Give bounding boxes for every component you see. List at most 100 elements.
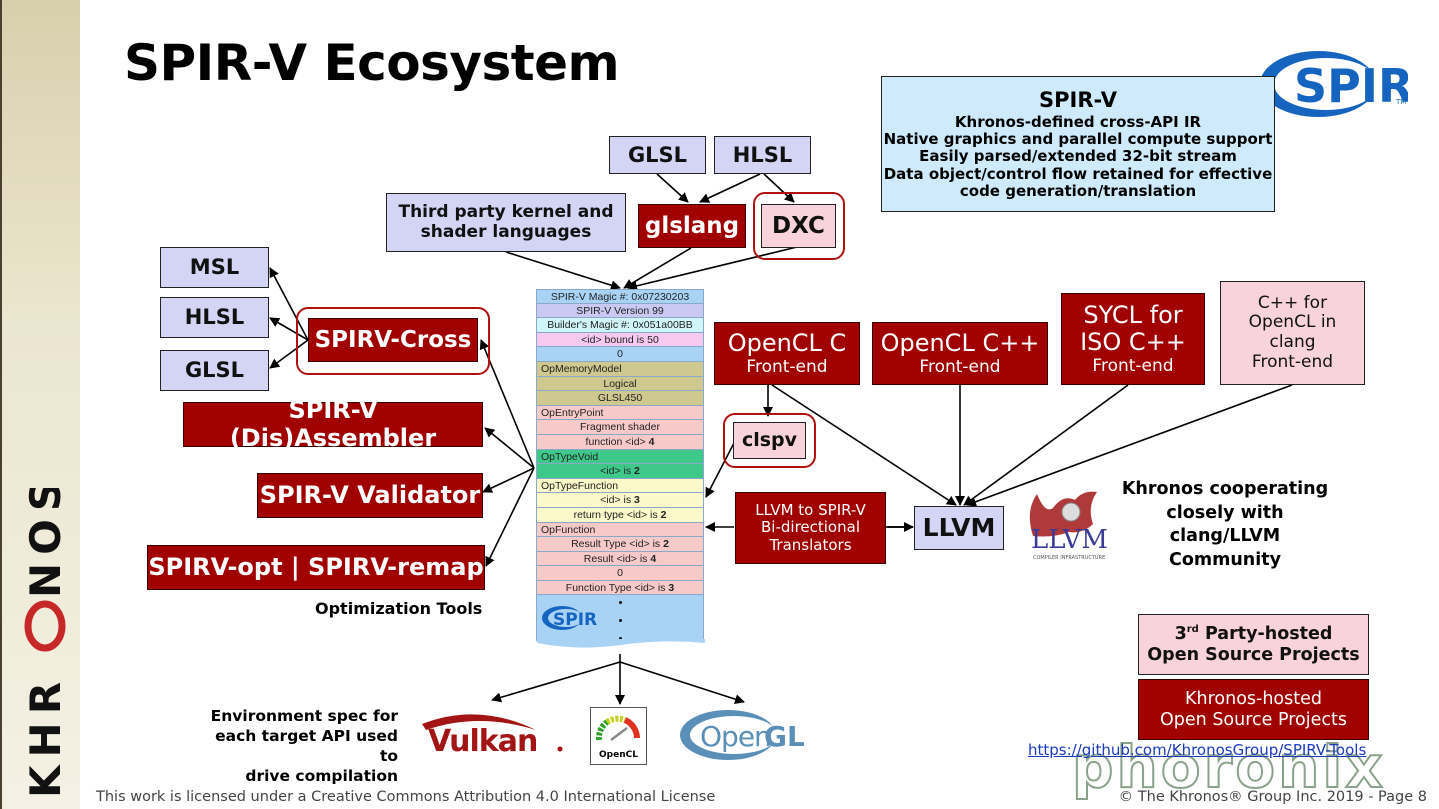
stream-row: Fragment shader <box>536 420 704 435</box>
svg-text:Open: Open <box>700 720 771 753</box>
spirv-cross-highlight-ring <box>296 307 490 375</box>
llvm-label: LLVM <box>922 512 996 542</box>
translator-line: Bi-directional <box>761 518 860 537</box>
stream-row: <id> bound is 50 <box>536 332 704 348</box>
khronos-logo: KHR NOS GROUP <box>22 488 70 798</box>
frontend-sub: Front-end <box>746 356 828 377</box>
cooperation-line: Community <box>1168 549 1282 570</box>
arrow-stream-opt <box>485 467 535 567</box>
stream-row: <id> is 2 <box>536 464 704 479</box>
stream-tail: SPIR <box>536 595 705 649</box>
stream-row: <id> is 3 <box>536 493 704 508</box>
frontend-sub: Front-end <box>1092 355 1174 376</box>
ellipsis-dot <box>619 619 622 623</box>
frontend-title: OpenCL C++ <box>880 328 1040 357</box>
validator-box: SPIR-V Validator <box>257 473 483 518</box>
hlsl-output-label: HLSL <box>184 305 245 330</box>
ellipsis-dot <box>619 601 622 605</box>
vulkan-logo: Vulkan <box>422 714 563 758</box>
svg-text:COMPILER INFRASTRUCTURE: COMPILER INFRASTRUCTURE <box>1033 555 1105 561</box>
opencl-logo: OpenCL <box>590 707 647 765</box>
stream-row: OpTypeFunction <box>536 478 704 494</box>
stream-row: Builder's Magic #: 0x051a00BB <box>536 318 704 333</box>
dxc-box: DXC <box>761 204 836 248</box>
arrow-stream-validator <box>482 467 535 493</box>
glslang-box: glslang <box>638 204 746 248</box>
svg-text:GL: GL <box>764 720 804 753</box>
arrow-glsl-glslang <box>656 173 689 203</box>
msl-output-box: MSL <box>160 247 269 288</box>
optimization-tools-caption: Optimization Tools <box>315 599 483 618</box>
frontend-line: Front-end <box>1251 351 1334 372</box>
legend-third-party-line: Open Source Projects <box>1147 644 1360 665</box>
glsl-output-label: GLSL <box>184 358 245 383</box>
spirv-cross-label: SPIRV-Cross <box>314 326 472 353</box>
svg-text:NOS: NOS <box>22 488 70 598</box>
llvm-box: LLVM <box>914 506 1004 550</box>
arrow-glslang-stream <box>623 247 692 289</box>
opencl-c-frontend-box: OpenCL C Front-end <box>714 322 860 385</box>
stream-row: OpFunction <box>536 522 704 538</box>
dxc-highlight-ring <box>753 192 845 260</box>
frontend-line: clang <box>1269 332 1316 352</box>
stream-row: function <id> 4 <box>536 434 704 450</box>
glsl-input-box: GLSL <box>609 136 706 174</box>
glslang-label: glslang <box>644 212 740 239</box>
legend-khronos-line: Open Source Projects <box>1160 709 1347 730</box>
info-heading: SPIR-V <box>1039 87 1117 112</box>
llvm-dragon-logo: LLVM COMPILER INFRASTRUCTURE <box>1029 491 1108 561</box>
page-title: SPIR-V Ecosystem <box>124 34 620 92</box>
spir-logo: SPIR TM <box>1260 51 1408 117</box>
disassembler-box: SPIR-V (Dis)Assembler <box>183 396 483 451</box>
info-line: Khronos-defined cross-API IR <box>954 112 1202 131</box>
arrow-hlsl-glslang <box>699 173 761 203</box>
llvm-spirv-translator-box: LLVM to SPIR-V Bi-directional Translator… <box>735 492 886 564</box>
stream-row: Logical <box>536 376 704 392</box>
legend-khronos-line: Khronos-hosted <box>1185 689 1322 710</box>
spirv-cross-box: SPIRV-Cross <box>308 318 478 362</box>
msl-label: MSL <box>189 255 240 280</box>
sidebar: KHR NOS GROUP <box>0 0 80 809</box>
env-line: Environment spec for <box>210 707 398 725</box>
cooperation-line: closely with clang/LLVM <box>1166 502 1284 547</box>
third-party-box: Third party kernel and shader languages <box>386 193 626 252</box>
frontend-title: OpenCL C <box>727 328 847 357</box>
stream-row: Result <id> is 4 <box>536 551 704 567</box>
license-footer: This work is licensed under a Creative C… <box>96 789 716 805</box>
spirv-tools-link[interactable]: https://github.com/KhronosGroup/SPIRV-To… <box>1028 741 1367 759</box>
stream-row: Result Type <id> is 2 <box>536 537 704 552</box>
frontend-line: C++ for <box>1257 292 1328 313</box>
cpp-for-opencl-frontend-box: C++ for OpenCL in clang Front-end <box>1220 281 1365 385</box>
ellipsis-dot <box>619 637 622 641</box>
hlsl-output-box: HLSL <box>160 297 269 338</box>
svg-text:KHR: KHR <box>22 674 70 798</box>
arrow-stream-disasm <box>484 427 535 469</box>
svg-text:SPIR: SPIR <box>1294 59 1408 113</box>
glsl-output-box: GLSL <box>160 350 269 391</box>
cooperation-line: Khronos cooperating <box>1121 479 1329 499</box>
frontend-sub: Front-end <box>919 356 1001 377</box>
hlsl-input-label: HLSL <box>732 142 793 167</box>
frontend-line: OpenCL in <box>1248 312 1337 333</box>
dxc-label: DXC <box>772 212 825 239</box>
optimizer-box: SPIRV-opt | SPIRV-remap <box>147 545 485 590</box>
stream-row: OpTypeVoid <box>536 449 704 465</box>
translator-line: Translators <box>769 535 852 554</box>
translator-line: LLVM to SPIR-V <box>755 501 866 520</box>
clspv-label: clspv <box>741 428 798 451</box>
arrow-stream-opengl <box>619 661 745 704</box>
phoronix-watermark: phoronix <box>1071 733 1386 801</box>
spirv-info-box: SPIR-V Khronos-defined cross-API IR Nati… <box>881 76 1275 212</box>
cooperation-text: Khronos cooperating closely with clang/L… <box>1110 478 1340 573</box>
clspv-box: clspv <box>733 422 806 459</box>
stream-row: OpEntryPoint <box>536 405 704 421</box>
stream-row: OpMemoryModel <box>536 361 704 377</box>
stream-row: 0 <box>536 347 704 362</box>
stream-spir-logo: SPIR <box>542 606 597 631</box>
opencl-cpp-frontend-box: OpenCL C++ Front-end <box>872 322 1048 385</box>
info-line: Easily parsed/extended 32-bit stream <box>919 147 1237 166</box>
legend-third-party-line: 3rd Party-hosted <box>1174 624 1333 645</box>
sycl-frontend-box: SYCL for ISO C++ Front-end <box>1061 293 1205 385</box>
env-line: each target API used to <box>215 727 398 766</box>
